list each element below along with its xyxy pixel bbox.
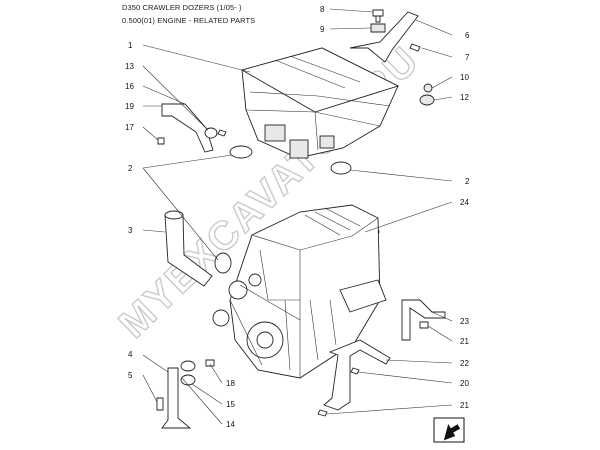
support-bracket (323, 339, 391, 411)
callout-17: 17 (125, 123, 134, 132)
o-ring (214, 252, 232, 274)
bolt (317, 409, 328, 417)
callout-13: 13 (125, 62, 134, 71)
callout-23: 23 (460, 317, 469, 326)
callout-4: 4 (128, 350, 133, 359)
callout-15: 15 (226, 400, 235, 409)
header-section-title: 0.500(01) ENGINE - RELATED PARTS (122, 16, 256, 25)
bolt (372, 9, 384, 23)
bolt (156, 397, 164, 411)
support-bracket (349, 11, 419, 63)
clamp-strap (204, 127, 218, 139)
washer (423, 83, 433, 93)
air-cleaner-housing (240, 47, 400, 159)
callout-20: 20 (460, 379, 469, 388)
callout-18: 18 (226, 379, 235, 388)
hose-clamp (330, 161, 352, 175)
engine-block (212, 204, 387, 379)
bolt (217, 129, 227, 137)
bolt (409, 43, 421, 52)
callout-10: 10 (460, 73, 469, 82)
bolt (205, 359, 215, 367)
callout-9: 9 (320, 25, 325, 34)
leader-lines (142, 8, 453, 425)
callout-2-left: 2 (128, 164, 133, 173)
mounting-bracket (161, 103, 214, 153)
callout-5: 5 (128, 371, 133, 380)
support-bracket (161, 367, 192, 429)
callout-19: 19 (125, 102, 134, 111)
callout-16: 16 (125, 82, 134, 91)
bolt (419, 321, 429, 329)
callout-24: 24 (460, 198, 469, 207)
bolt (157, 137, 165, 145)
mounting-bracket (401, 299, 446, 341)
clamp (180, 374, 196, 386)
callout-22: 22 (460, 359, 469, 368)
callout-3: 3 (128, 226, 133, 235)
nut (419, 94, 435, 106)
hose-clamp (229, 145, 253, 159)
callout-21-upper: 21 (460, 337, 469, 346)
callout-12: 12 (460, 93, 469, 102)
callout-labels: 1 13 16 19 17 2 3 4 5 8 9 6 7 10 12 2 24… (125, 5, 470, 429)
next-page-arrow-icon[interactable] (433, 417, 465, 443)
nut (370, 23, 386, 33)
callout-14: 14 (226, 420, 235, 429)
callout-2-right: 2 (465, 177, 470, 186)
callout-8: 8 (320, 5, 325, 14)
bolt (350, 367, 360, 375)
header-model-title: D350 CRAWLER DOZERS (1/05- ) (122, 3, 242, 12)
clamp (180, 360, 196, 372)
callout-6: 6 (465, 31, 470, 40)
callout-7: 7 (465, 53, 470, 62)
callout-21-lower: 21 (460, 401, 469, 410)
callout-1: 1 (128, 41, 133, 50)
